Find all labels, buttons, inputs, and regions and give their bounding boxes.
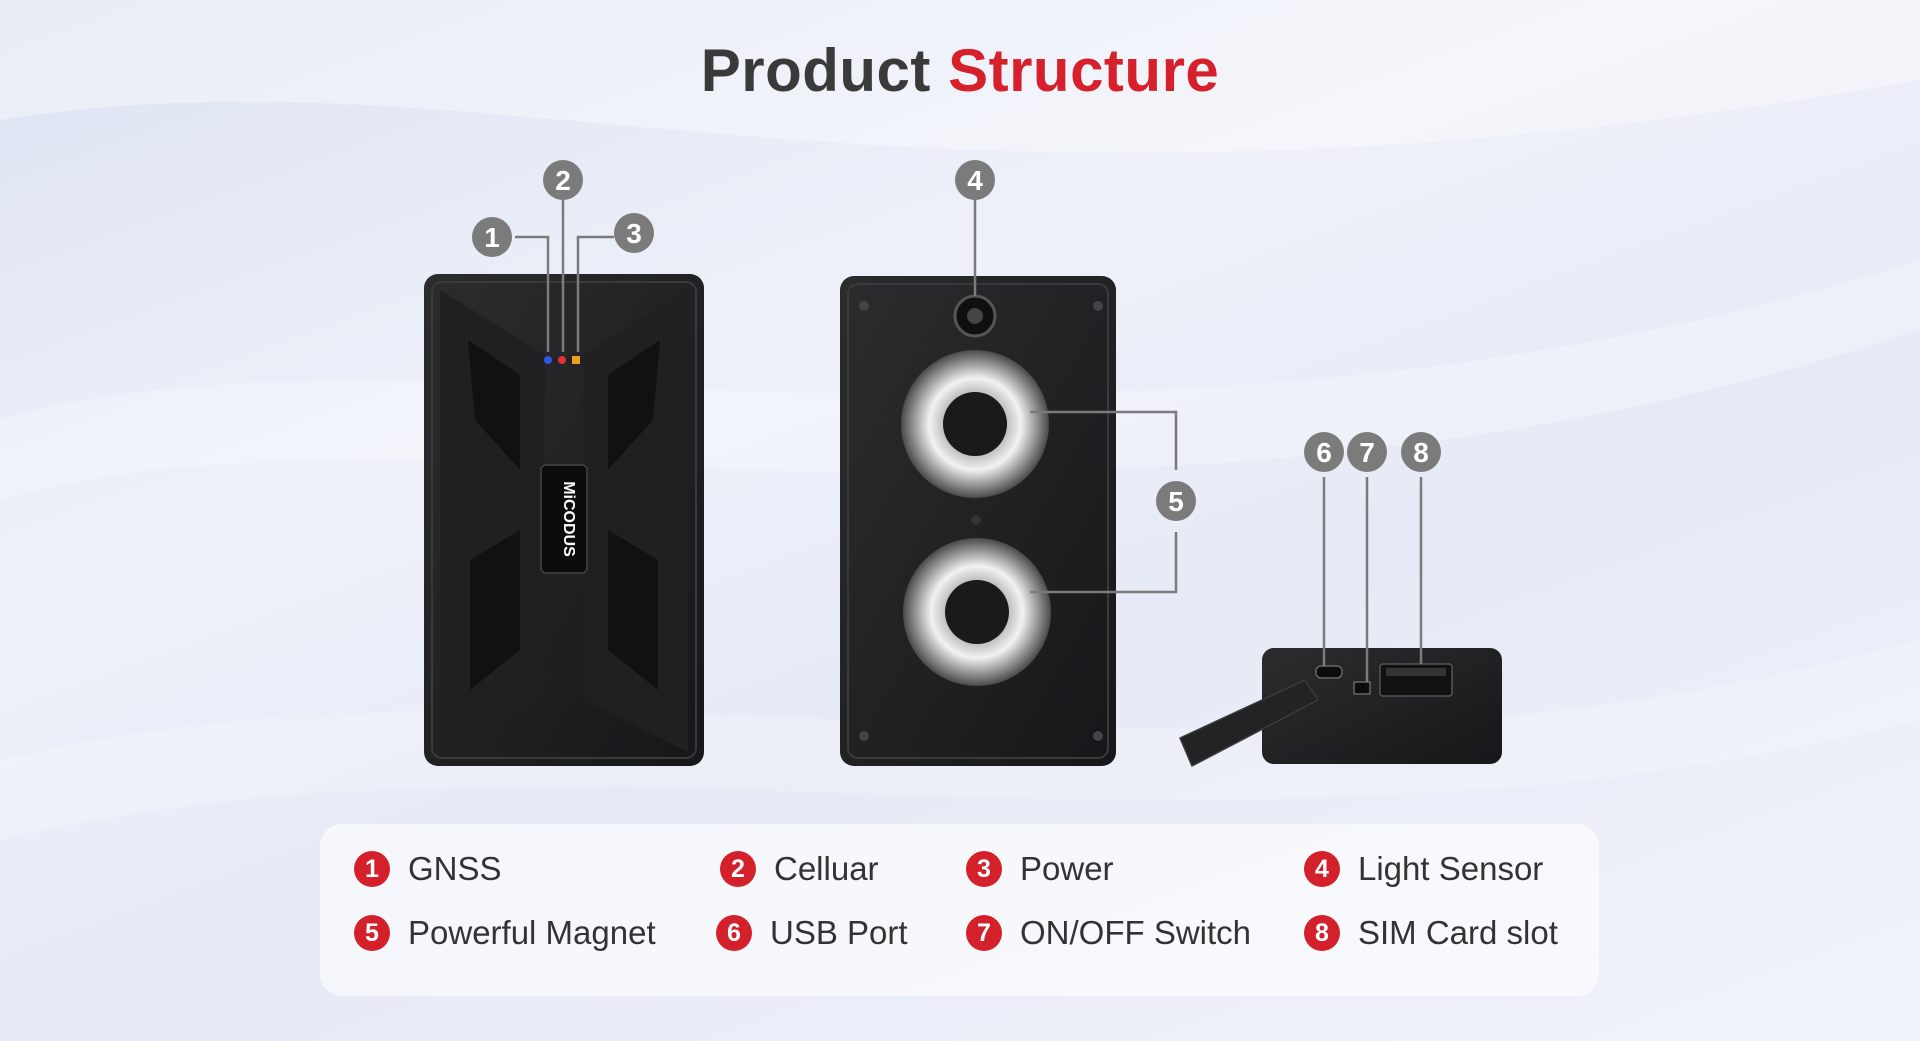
device-side-view [1179, 648, 1502, 768]
svg-text:3: 3 [626, 218, 642, 249]
led-gnss [544, 356, 552, 364]
legend-number-5: 5 [354, 915, 390, 951]
title-part-structure: Structure [948, 37, 1220, 104]
svg-text:6: 6 [1316, 437, 1332, 468]
callout-6: 6 [1304, 432, 1344, 472]
svg-text:8: 8 [1413, 437, 1429, 468]
legend-item-cellular: 2 Celluar [720, 850, 879, 888]
device-back-view [840, 276, 1116, 766]
legend-label-gnss: GNSS [408, 850, 502, 887]
title-part-product: Product [700, 37, 931, 104]
legend-label-cellular: Celluar [774, 850, 879, 887]
callout-5: 5 [1156, 481, 1196, 521]
legend-label-magnet: Powerful Magnet [408, 914, 656, 951]
callout-8: 8 [1401, 432, 1441, 472]
callout-2: 2 [543, 160, 583, 200]
legend-number-4: 4 [1304, 851, 1340, 887]
svg-text:2: 2 [555, 165, 571, 196]
led-cellular [558, 356, 566, 364]
legend-label-light-sensor: Light Sensor [1358, 850, 1544, 887]
legend-number-1: 1 [354, 851, 390, 887]
page-title: Product Structure [0, 36, 1920, 105]
svg-text:1: 1 [484, 222, 500, 253]
callout-lines [515, 197, 1423, 682]
legend-label-power: Power [1020, 850, 1114, 887]
legend-label-sim-card-slot: SIM Card slot [1358, 914, 1558, 951]
svg-text:7: 7 [1359, 437, 1375, 468]
feature-legend: 1 GNSS 2 Celluar 3 Power 4 Light Sensor … [320, 824, 1599, 996]
callout-4: 4 [955, 160, 995, 200]
callout-3: 3 [614, 213, 654, 253]
legend-number-8: 8 [1304, 915, 1340, 951]
svg-text:5: 5 [1168, 486, 1184, 517]
legend-number-7: 7 [966, 915, 1002, 951]
brand-logo-text: MiCODUS [560, 481, 577, 557]
legend-item-sim-card-slot: 8 SIM Card slot [1304, 914, 1558, 952]
usb-port [1315, 665, 1343, 679]
legend-label-power-switch: ON/OFF Switch [1020, 914, 1252, 951]
led-power [572, 356, 580, 364]
legend-item-power: 3 Power [966, 850, 1114, 888]
callout-1: 1 [472, 217, 512, 257]
legend-item-usb-port: 6 USB Port [716, 914, 908, 952]
device-front-view: MiCODUS [424, 274, 704, 766]
legend-number-6: 6 [716, 915, 752, 951]
legend-number-3: 3 [966, 851, 1002, 887]
legend-label-usb-port: USB Port [770, 914, 908, 951]
rubber-cover-flap [1179, 679, 1320, 768]
legend-item-magnet: 5 Powerful Magnet [354, 914, 656, 952]
legend-item-light-sensor: 4 Light Sensor [1304, 850, 1543, 888]
legend-number-2: 2 [720, 851, 756, 887]
svg-text:4: 4 [967, 165, 983, 196]
callout-7: 7 [1347, 432, 1387, 472]
legend-item-power-switch: 7 ON/OFF Switch [966, 914, 1251, 952]
power-switch [1353, 681, 1371, 695]
legend-item-gnss: 1 GNSS [354, 850, 502, 888]
